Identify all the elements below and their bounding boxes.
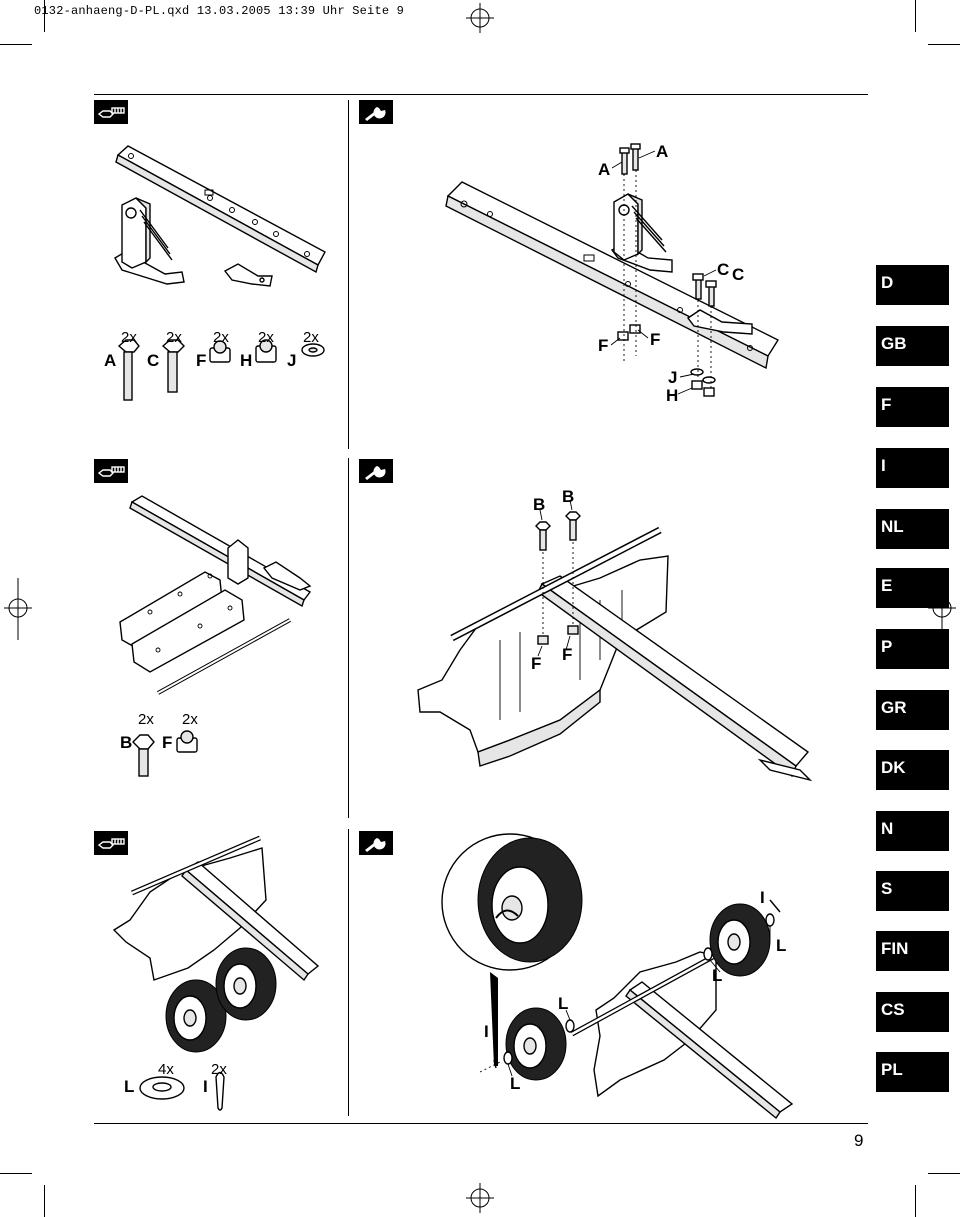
- language-tab[interactable]: CS: [876, 992, 949, 1032]
- bolt-and-nut-icon: [94, 459, 128, 483]
- part-label: J: [287, 351, 297, 370]
- lock-nut-f: [209, 340, 231, 363]
- part-count: 2x: [182, 711, 198, 728]
- language-tab[interactable]: N: [876, 811, 949, 851]
- callout-label: L: [510, 1074, 521, 1093]
- part-label: H: [240, 351, 253, 370]
- page-number: 9: [854, 1131, 864, 1150]
- part-count: 2x: [166, 329, 182, 346]
- callout-label: I: [760, 888, 765, 907]
- hex-bolt-c: [161, 339, 185, 393]
- hex-bolt-a: [117, 339, 140, 401]
- language-tab[interactable]: GR: [876, 690, 949, 730]
- callout-label: A: [656, 142, 669, 161]
- callout-label: H: [666, 386, 679, 405]
- part-count: 4x: [158, 1061, 174, 1078]
- callout-label: C: [732, 265, 745, 284]
- language-tab[interactable]: I: [876, 448, 949, 488]
- language-tab[interactable]: DK: [876, 750, 949, 790]
- top-rule: [94, 94, 868, 95]
- column-divider: [348, 458, 349, 818]
- language-tab[interactable]: F: [876, 387, 949, 427]
- callout-label: C: [717, 260, 730, 279]
- castle-nut-h: [255, 339, 277, 363]
- language-tab[interactable]: P: [876, 629, 949, 669]
- part-label: C: [147, 351, 160, 370]
- callout-label: L: [776, 936, 787, 955]
- language-tab[interactable]: FIN: [876, 931, 949, 971]
- column-divider: [348, 829, 349, 1116]
- language-tab[interactable]: S: [876, 871, 949, 911]
- file-header: 0132-anhaeng-D-PL.qxd 13.03.2005 13:39 U…: [34, 4, 405, 18]
- washer-j: [301, 343, 325, 357]
- callout-label: F: [598, 336, 609, 355]
- callout-label: B: [562, 487, 575, 506]
- part-count: 2x: [303, 329, 319, 346]
- part-label: F: [196, 351, 207, 370]
- column-divider: [348, 100, 349, 449]
- part-label: B: [120, 733, 133, 752]
- language-tab[interactable]: PL: [876, 1052, 949, 1092]
- bolt-and-nut-icon: [94, 100, 128, 124]
- language-tab[interactable]: D: [876, 265, 949, 305]
- wrench-icon: [359, 100, 393, 124]
- language-tab[interactable]: E: [876, 568, 949, 608]
- part-label: A: [104, 351, 117, 370]
- part-label: F: [162, 733, 173, 752]
- wrench-icon: [359, 831, 393, 855]
- language-tab[interactable]: GB: [876, 326, 949, 366]
- callout-label: F: [650, 330, 661, 349]
- part-count: 2x: [211, 1061, 227, 1078]
- part-label: L: [124, 1077, 135, 1096]
- callout-label: A: [598, 160, 611, 179]
- bolt-and-nut-icon: [94, 831, 128, 855]
- callout-label: L: [712, 966, 723, 985]
- callout-label: B: [533, 495, 546, 514]
- part-label: I: [203, 1077, 208, 1096]
- bottom-rule: [94, 1123, 868, 1124]
- part-count: 2x: [121, 329, 137, 346]
- wrench-icon: [359, 459, 393, 483]
- callout-label: F: [531, 654, 542, 673]
- callout-label: F: [562, 645, 573, 664]
- part-count: 2x: [138, 711, 154, 728]
- part-count: 2x: [213, 329, 229, 346]
- callout-label: I: [484, 1022, 489, 1041]
- callout-label: L: [558, 994, 569, 1013]
- part-count: 2x: [258, 329, 274, 346]
- callout-label: J: [668, 368, 678, 387]
- language-tab[interactable]: NL: [876, 509, 949, 549]
